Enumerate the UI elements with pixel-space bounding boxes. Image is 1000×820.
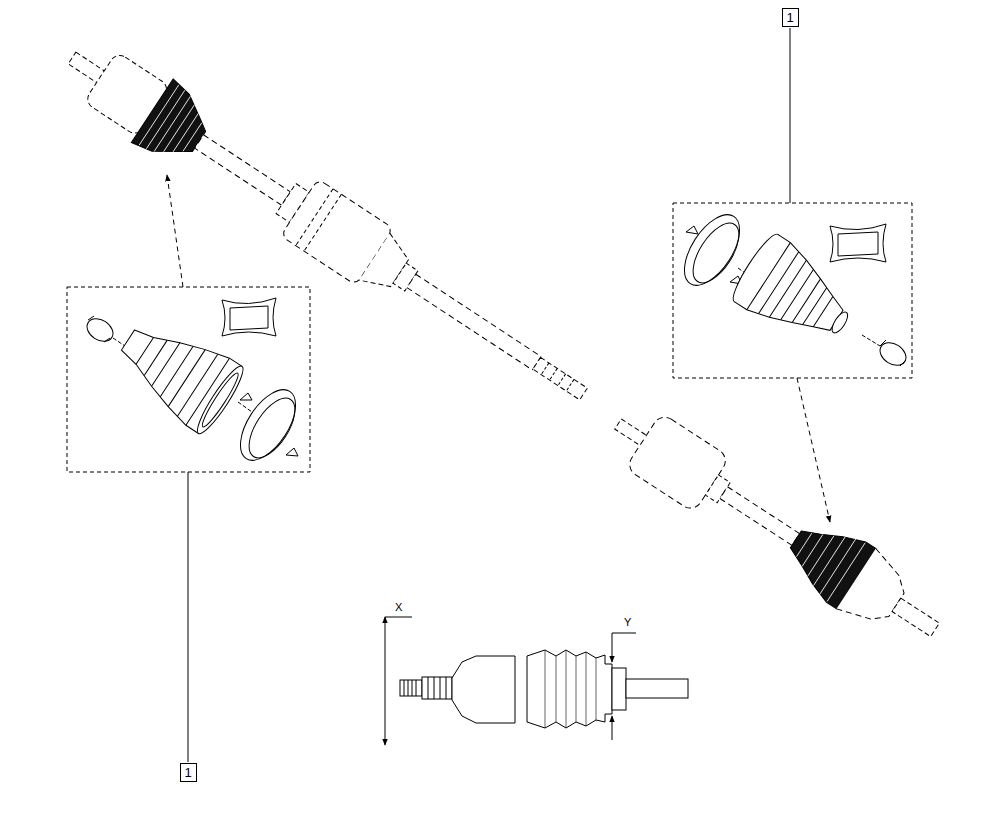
kit-arrow <box>797 378 830 522</box>
leader-line <box>188 472 189 762</box>
dimension-label: X <box>394 602 403 613</box>
kit-frame <box>67 287 310 472</box>
assembly-detail <box>385 617 688 745</box>
kit-arrow <box>167 175 183 287</box>
callout-number: 1 <box>786 11 793 24</box>
lower-driveshaft <box>598 394 954 660</box>
callout-box: 1 <box>782 8 799 27</box>
dimension-label: Y <box>623 617 632 628</box>
leader-line <box>790 28 791 203</box>
upper-driveshaft <box>51 26 604 426</box>
left-kit-parts <box>83 298 307 469</box>
callout-box: 1 <box>180 763 197 782</box>
kit-frame <box>673 203 912 378</box>
right-kit-parts <box>673 206 910 370</box>
callout-number: 1 <box>184 766 191 779</box>
